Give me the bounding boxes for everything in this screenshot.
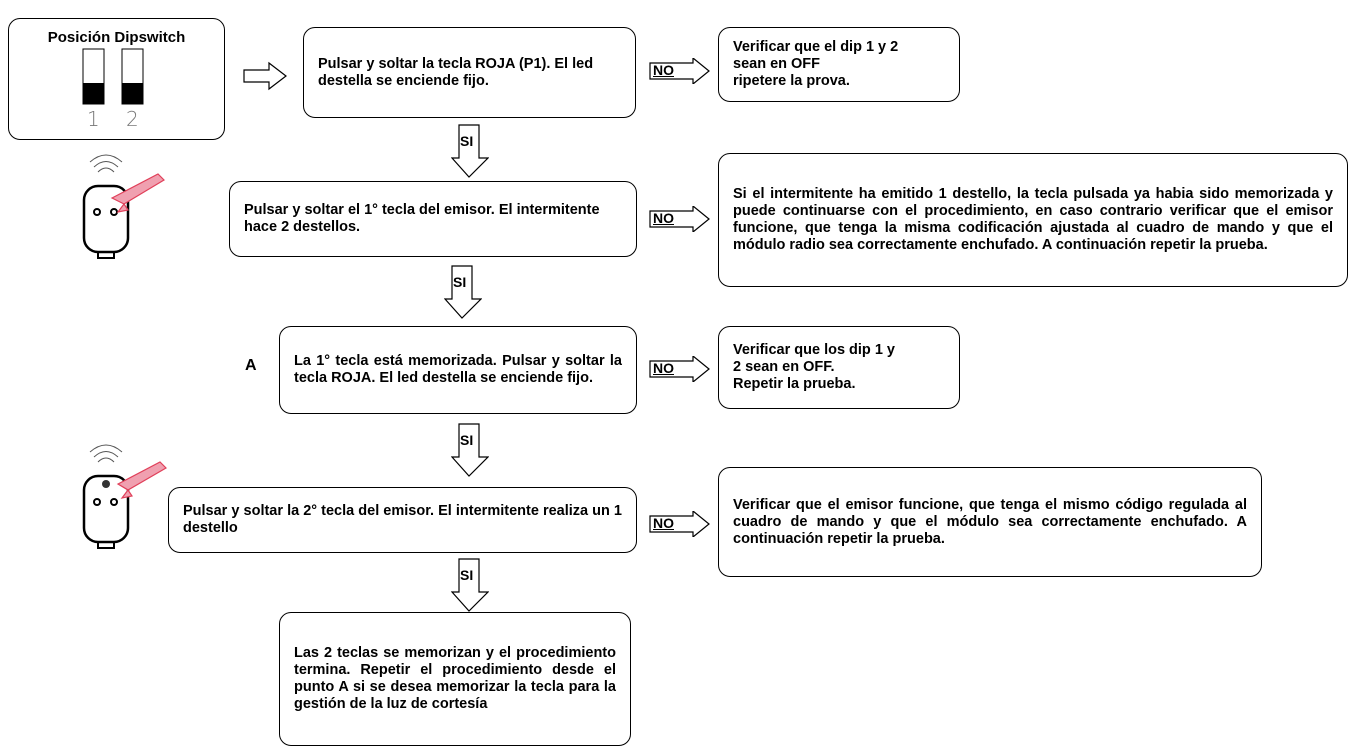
si-arrow-1: SI <box>451 124 489 178</box>
step-3-box: La 1° tecla está memorizada. Pulsar y so… <box>279 326 637 414</box>
si-arrow-3: SI <box>451 423 489 477</box>
step-5-text: Las 2 teclas se memorizan y el procedimi… <box>294 645 616 712</box>
dipswitch-graphic <box>82 48 144 105</box>
si-label-2: SI <box>453 274 467 290</box>
no-box-2: Si el intermitente ha emitido 1 destello… <box>718 153 1348 287</box>
si-arrow-2: SI <box>444 265 482 319</box>
step-1-text: Pulsar y soltar la tecla ROJA (P1). El l… <box>318 55 594 89</box>
dip-label-2: 2 <box>126 107 139 131</box>
step-1-box: Pulsar y soltar la tecla ROJA (P1). El l… <box>303 27 636 118</box>
dipswitch-title: Posición Dipswitch <box>47 29 186 46</box>
remote-control-icon-2 <box>82 444 167 549</box>
no-box-2-text: Si el intermitente ha emitido 1 destello… <box>733 186 1333 253</box>
si-label-1: SI <box>460 133 474 149</box>
si-label-4: SI <box>460 567 474 583</box>
si-arrow-4: SI <box>451 558 489 612</box>
step-2-text: Pulsar y soltar el 1° tecla del emisor. … <box>244 202 600 235</box>
no-label-2: NO <box>653 210 674 226</box>
no-arrow-3: NO <box>649 356 711 382</box>
step-5-box: Las 2 teclas se memorizan y el procedimi… <box>279 612 631 746</box>
no-box-1-text: Verificar que el dip 1 y 2 sean en OFF r… <box>733 39 899 89</box>
step-2-box: Pulsar y soltar el 1° tecla del emisor. … <box>229 181 637 257</box>
no-arrow-2: NO <box>649 206 711 232</box>
no-box-4-text: Verificar que el emisor funcione, que te… <box>733 496 1247 547</box>
no-box-4: Verificar que el emisor funcione, que te… <box>718 467 1262 577</box>
no-label-4: NO <box>653 515 674 531</box>
dip-label-1: 1 <box>87 107 100 131</box>
no-arrow-4: NO <box>649 511 711 537</box>
no-box-3: Verificar que los dip 1 y 2 sean en OFF.… <box>718 326 960 409</box>
step-4-box: Pulsar y soltar la 2° tecla del emisor. … <box>168 487 637 553</box>
step-3-text: La 1° tecla está memorizada. Pulsar y so… <box>294 353 622 386</box>
no-box-3-text: Verificar que los dip 1 y 2 sean en OFF.… <box>733 342 895 392</box>
no-arrow-1: NO <box>649 58 711 84</box>
dipswitch-panel: Posición Dipswitch 1 2 <box>8 18 225 140</box>
no-label-3: NO <box>653 360 674 376</box>
no-box-1: Verificar que el dip 1 y 2 sean en OFF r… <box>718 27 960 102</box>
no-label-1: NO <box>653 62 674 78</box>
si-label-3: SI <box>460 432 474 448</box>
point-a-label: A <box>245 357 257 374</box>
remote-control-icon <box>82 154 165 259</box>
right-arrow-icon <box>243 61 287 91</box>
step-4-text: Pulsar y soltar la 2° tecla del emisor. … <box>183 503 622 536</box>
